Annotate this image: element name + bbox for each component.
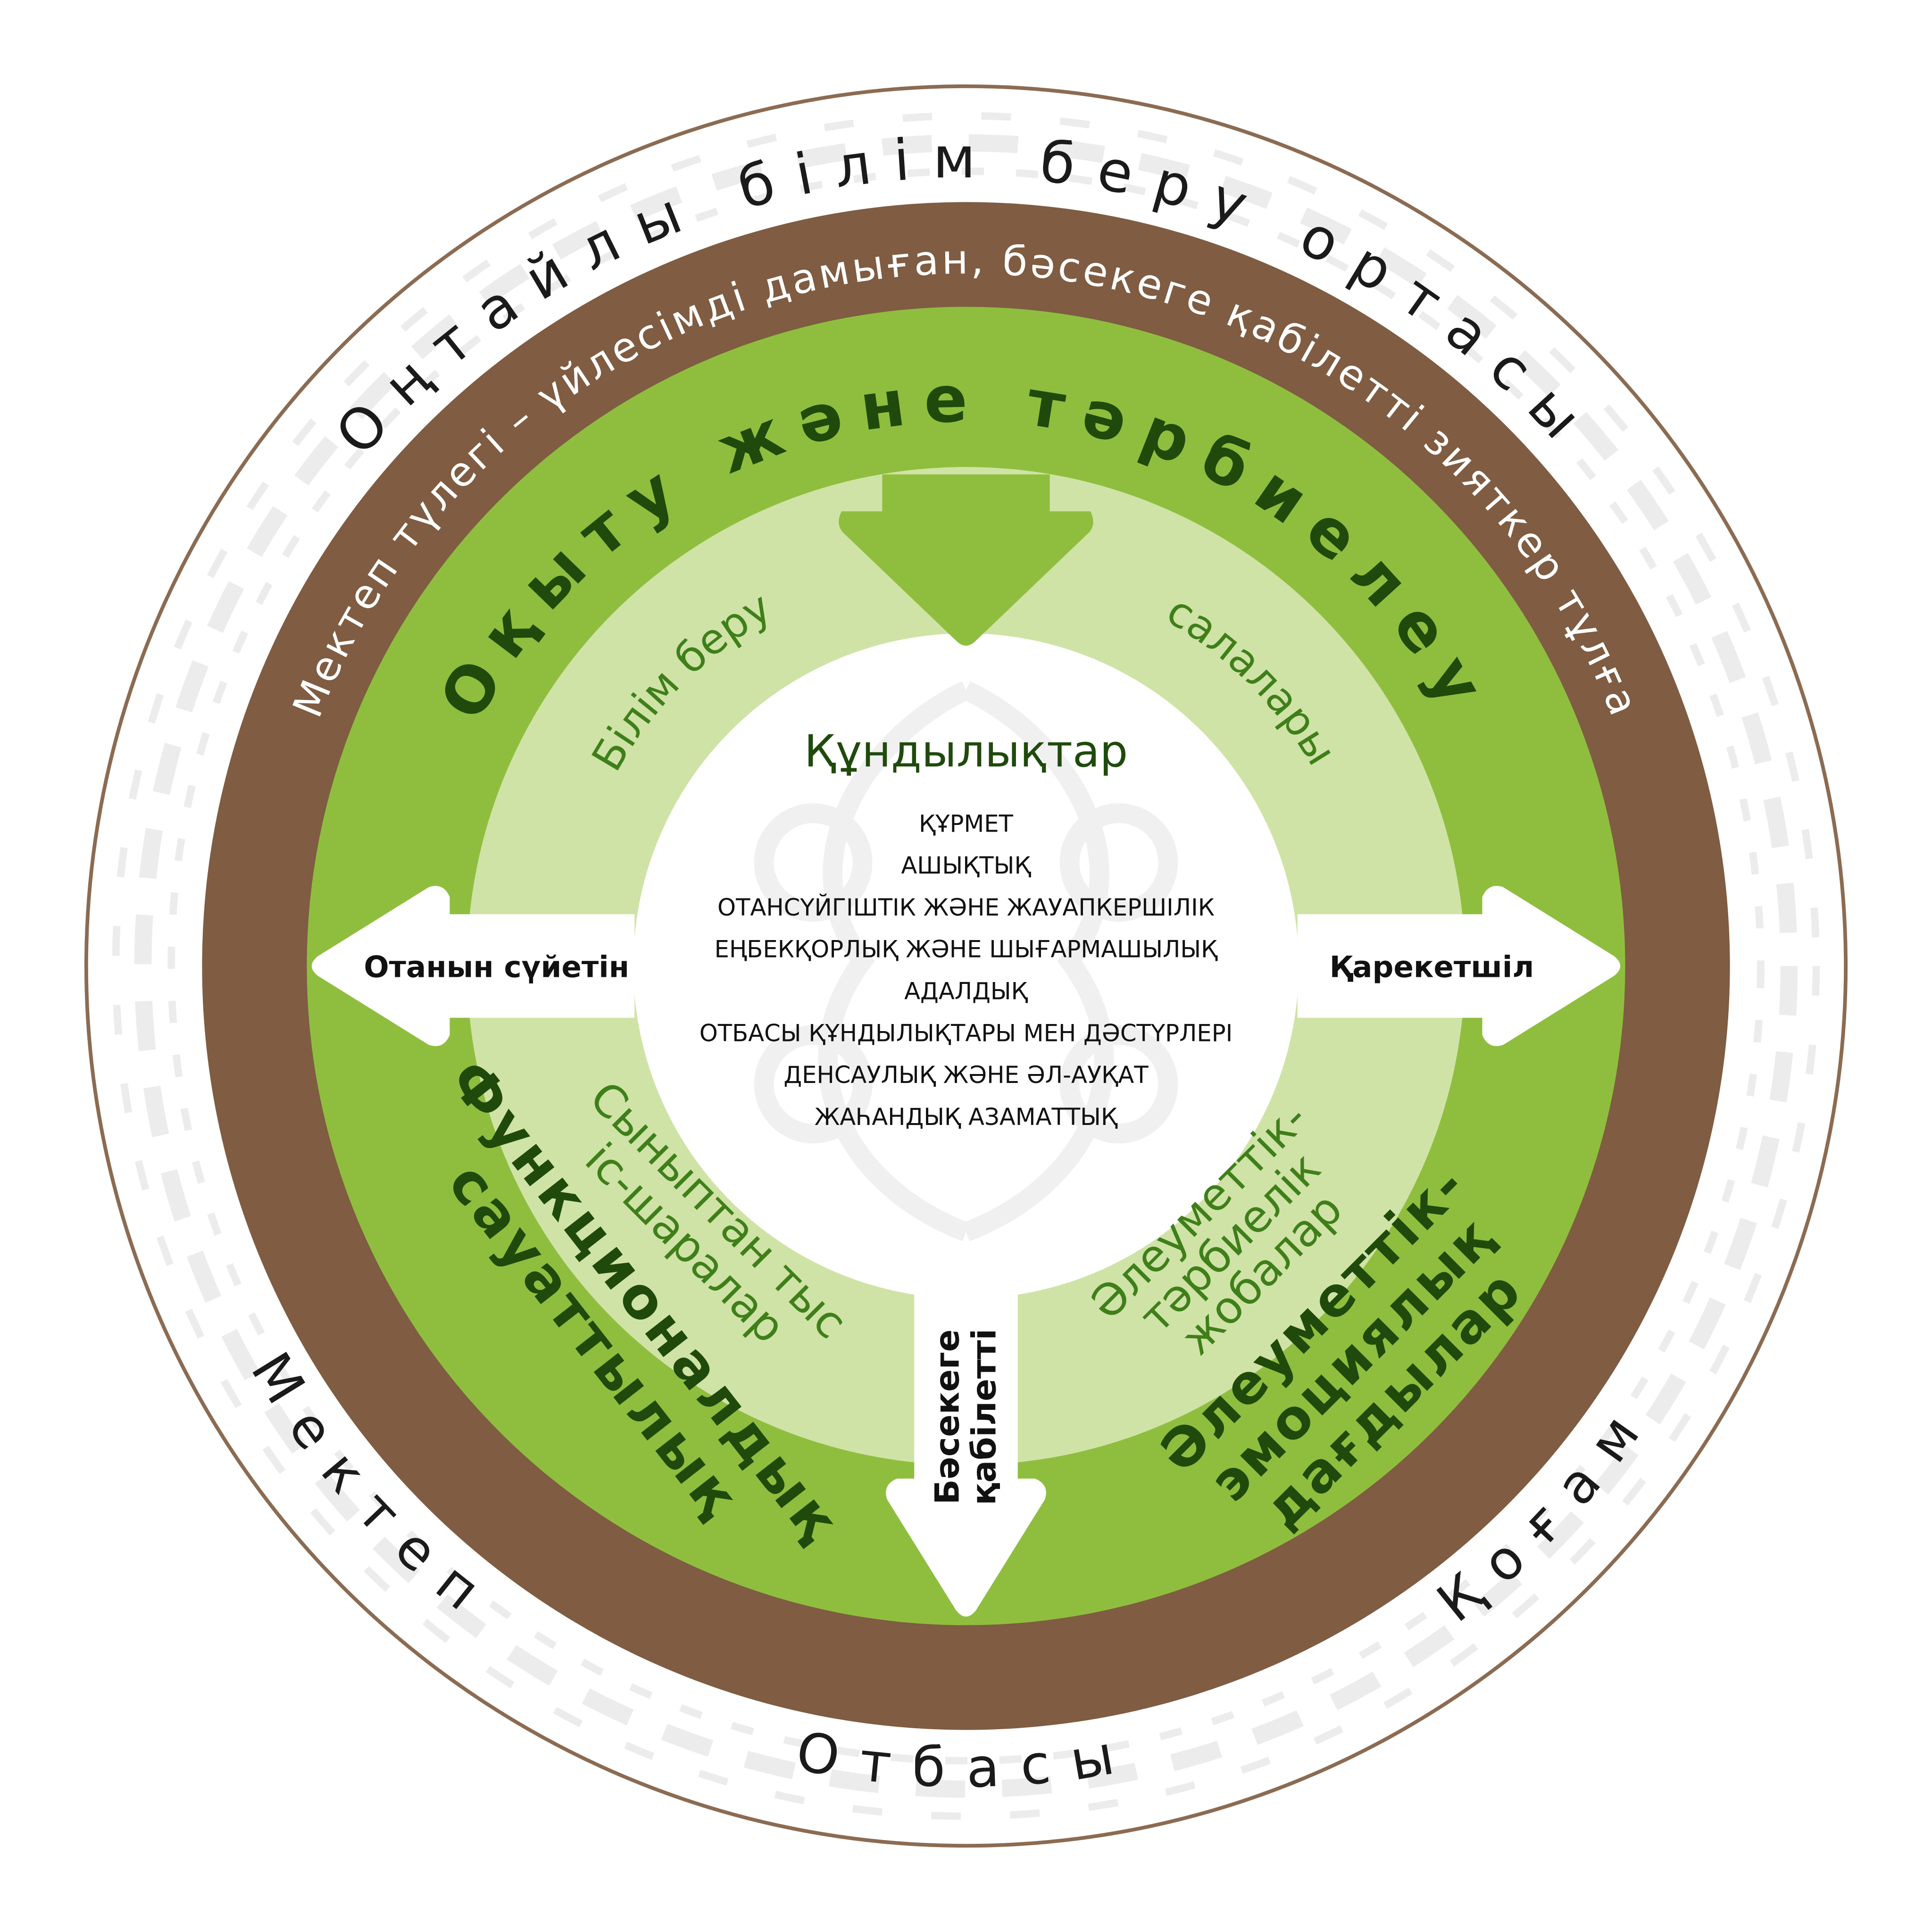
value-item: ЕҢБЕКҚОРЛЫҚ ЖӘНЕ ШЫҒАРМАШЫЛЫҚ <box>715 936 1218 963</box>
values-list: ҚҰРМЕТ АШЫҚТЫҚ ОТАНСҮЙГІШТІК ЖӘНЕ ЖАУАПК… <box>700 810 1233 1131</box>
competitive-line-1: Бәсекеге <box>928 1329 966 1505</box>
top-arrow <box>839 474 1093 646</box>
left-arrow <box>311 886 635 1046</box>
value-item: ОТБАСЫ ҚҰНДЫЛЫҚТАРЫ МЕН ДӘСТҮРЛЕРІ <box>700 1019 1233 1047</box>
ornament-pattern <box>112 112 1820 1820</box>
bottom-arrow <box>886 1293 1046 1617</box>
patriotic-label: Отанын сүйетін <box>364 950 629 984</box>
competitive-label: Бәсекеге қабілетті <box>928 1329 1003 1505</box>
values-title: Құндылықтар <box>804 726 1128 777</box>
value-item: АДАЛДЫҚ <box>904 978 1028 1005</box>
active-label: Қарекетшіл <box>1330 950 1534 984</box>
center-ornament <box>754 681 1178 1241</box>
value-item: ЖАҺАНДЫҚ АЗАМАТТЫҚ <box>815 1103 1118 1131</box>
competitive-line-2: қабілетті <box>965 1329 1004 1505</box>
value-item: ҚҰРМЕТ <box>919 810 1014 837</box>
right-arrow <box>1297 886 1621 1046</box>
value-item: ОТАНСҮЙГІШТІК ЖӘНЕ ЖАУАПКЕРШІЛІК <box>717 893 1215 921</box>
value-item: ДЕНСАУЛЫҚ ЖӘНЕ ӘЛ-АУҚАТ <box>783 1061 1149 1089</box>
value-item: АШЫҚТЫҚ <box>901 852 1031 879</box>
